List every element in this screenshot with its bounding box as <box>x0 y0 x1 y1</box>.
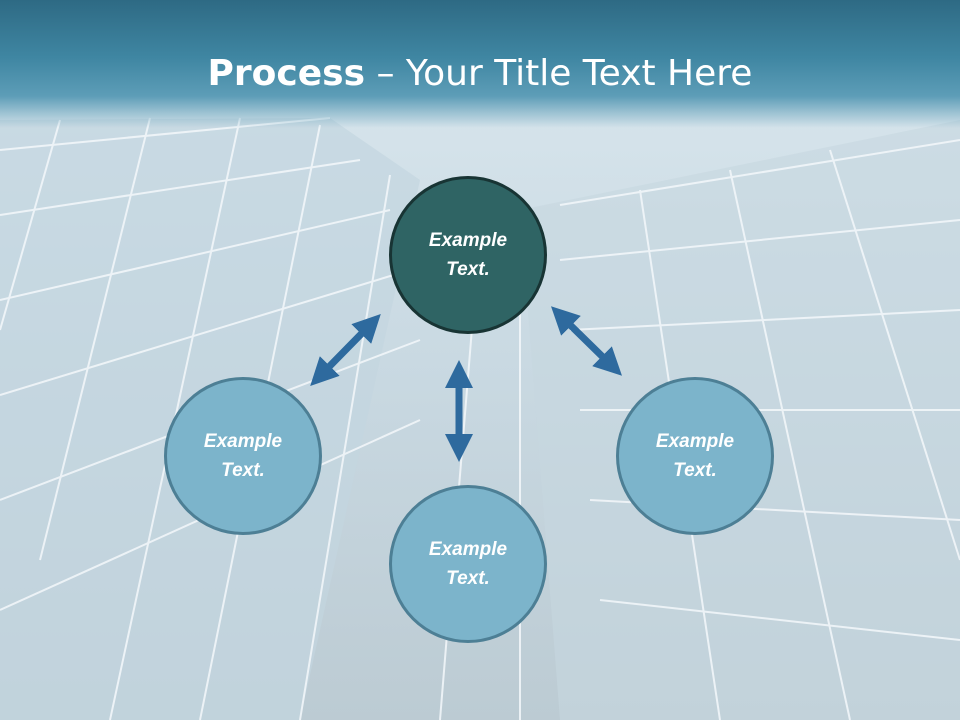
node-bottom: Example Text. <box>389 485 547 643</box>
title-rest: – Your Title Text Here <box>365 53 753 94</box>
node-bottom-label: Example Text. <box>428 539 508 589</box>
node-left-label: Example Text. <box>203 431 283 481</box>
node-right: Example Text. <box>616 377 774 535</box>
title-band <box>0 0 960 128</box>
node-left: Example Text. <box>164 377 322 535</box>
slide-title: Process – Your Title Text Here <box>0 52 960 96</box>
node-top: Example Text. <box>389 176 547 334</box>
title-bold: Process <box>207 53 366 94</box>
node-right-label: Example Text. <box>655 431 735 481</box>
node-top-label: Example Text. <box>428 230 508 280</box>
